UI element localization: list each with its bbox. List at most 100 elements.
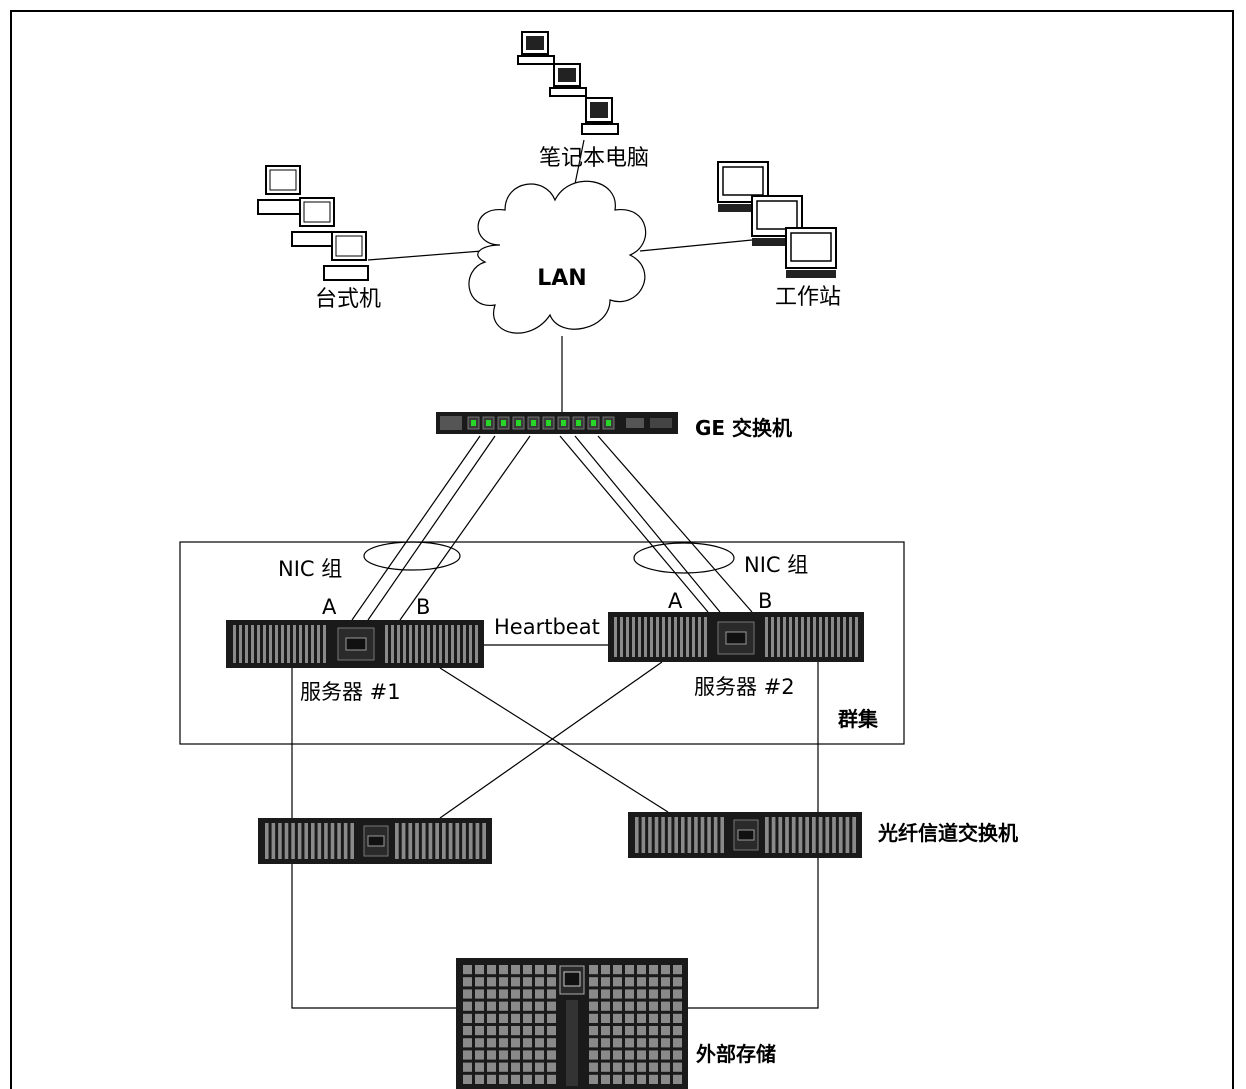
- vent-cell: [487, 1074, 496, 1084]
- vent-cell: [463, 977, 472, 987]
- vent-slot: [311, 625, 314, 663]
- vent-slot: [648, 817, 652, 853]
- fc-switch-1-icon: [258, 818, 492, 864]
- vent-cell: [661, 1074, 670, 1084]
- vent-cell: [649, 989, 658, 999]
- vent-slot: [801, 617, 804, 657]
- port-led: [546, 420, 551, 426]
- vent-cell: [523, 1050, 532, 1060]
- fc-switch-2-icon: [628, 812, 862, 858]
- vent-slot: [843, 617, 846, 657]
- vent-cell: [463, 965, 472, 975]
- port-led: [516, 420, 521, 426]
- vent-cell: [463, 1062, 472, 1072]
- vent-cell: [613, 977, 622, 987]
- port-a-right-label: A: [668, 589, 683, 613]
- vent-slot: [455, 823, 460, 859]
- vent-slot: [791, 817, 796, 853]
- vent-slot: [849, 617, 852, 657]
- vent-cell: [499, 1074, 508, 1084]
- vent-slot: [343, 823, 348, 859]
- vent-slot: [638, 617, 641, 657]
- vent-cell: [625, 1074, 634, 1084]
- vent-cell: [625, 989, 634, 999]
- port-led: [606, 420, 611, 426]
- vent-cell: [589, 1074, 598, 1084]
- vent-cell: [673, 1026, 682, 1036]
- vent-cell: [523, 1001, 532, 1011]
- vent-cell: [487, 1038, 496, 1048]
- vent-cell: [547, 1026, 556, 1036]
- vent-cell: [487, 1062, 496, 1072]
- vent-slot: [415, 625, 418, 663]
- vent-slot: [838, 817, 843, 853]
- nic-group-right-label: NIC 组: [744, 553, 808, 577]
- connections: [291, 139, 819, 1009]
- vent-cell: [547, 977, 556, 987]
- vent-slot: [462, 823, 466, 859]
- vent-slot: [813, 617, 816, 657]
- vent-slot: [278, 823, 282, 859]
- vent-cell: [625, 1026, 634, 1036]
- vent-slot: [245, 625, 248, 663]
- vent-cell: [613, 1001, 622, 1011]
- vent-slot: [451, 625, 454, 663]
- vent-slot: [614, 617, 617, 657]
- vent-cell: [487, 989, 496, 999]
- vent-cell: [499, 1001, 508, 1011]
- vent-slot: [720, 817, 724, 853]
- vent-cell: [601, 989, 610, 999]
- vent-slot: [812, 817, 816, 853]
- vent-cell: [637, 989, 646, 999]
- vent-slot: [837, 617, 840, 657]
- diagram-frame: [10, 10, 1234, 1089]
- vent-slot: [233, 625, 236, 663]
- vent-cell: [511, 1074, 520, 1084]
- vent-cell: [499, 977, 508, 987]
- vent-cell: [511, 965, 520, 975]
- vent-slot: [263, 625, 266, 663]
- vent-cell: [487, 1050, 496, 1060]
- vent-slot: [408, 823, 413, 859]
- vent-slot: [482, 823, 486, 859]
- vent-cell: [661, 977, 670, 987]
- vent-cell: [625, 1050, 634, 1060]
- vent-slot: [324, 823, 328, 859]
- vent-cell: [589, 1062, 598, 1072]
- vent-cell: [613, 1038, 622, 1048]
- vent-cell: [661, 1062, 670, 1072]
- vent-cell: [523, 977, 532, 987]
- vent-cell: [661, 1050, 670, 1060]
- vent-cell: [613, 1062, 622, 1072]
- vent-slot: [674, 617, 677, 657]
- vent-cell: [661, 1013, 670, 1023]
- vent-cell: [523, 1026, 532, 1036]
- vent-slot: [287, 625, 290, 663]
- port-b-right-label: B: [758, 589, 772, 613]
- vent-cell: [475, 1026, 484, 1036]
- vent-slot: [805, 817, 809, 853]
- vent-cell: [463, 1001, 472, 1011]
- server1-icon: [226, 620, 484, 668]
- vent-slot: [662, 617, 665, 657]
- vent-cell: [625, 1062, 634, 1072]
- vent-slot: [409, 625, 412, 663]
- vent-cell: [547, 1038, 556, 1048]
- vent-slot: [798, 817, 803, 853]
- vent-cell: [649, 1026, 658, 1036]
- vent-slot: [785, 817, 789, 853]
- vent-cell: [463, 1038, 472, 1048]
- port-led: [486, 420, 491, 426]
- vent-cell: [535, 1026, 544, 1036]
- vent-cell: [625, 977, 634, 987]
- vent-cell: [589, 1001, 598, 1011]
- vent-cell: [535, 977, 544, 987]
- vent-cell: [661, 1026, 670, 1036]
- vent-slot: [694, 817, 698, 853]
- vent-slot: [435, 823, 439, 859]
- vent-slot: [442, 823, 446, 859]
- vent-cell: [499, 1026, 508, 1036]
- desktops-label: 台式机: [315, 287, 381, 312]
- workstation-icon: [751, 195, 803, 246]
- vent-slot: [686, 617, 689, 657]
